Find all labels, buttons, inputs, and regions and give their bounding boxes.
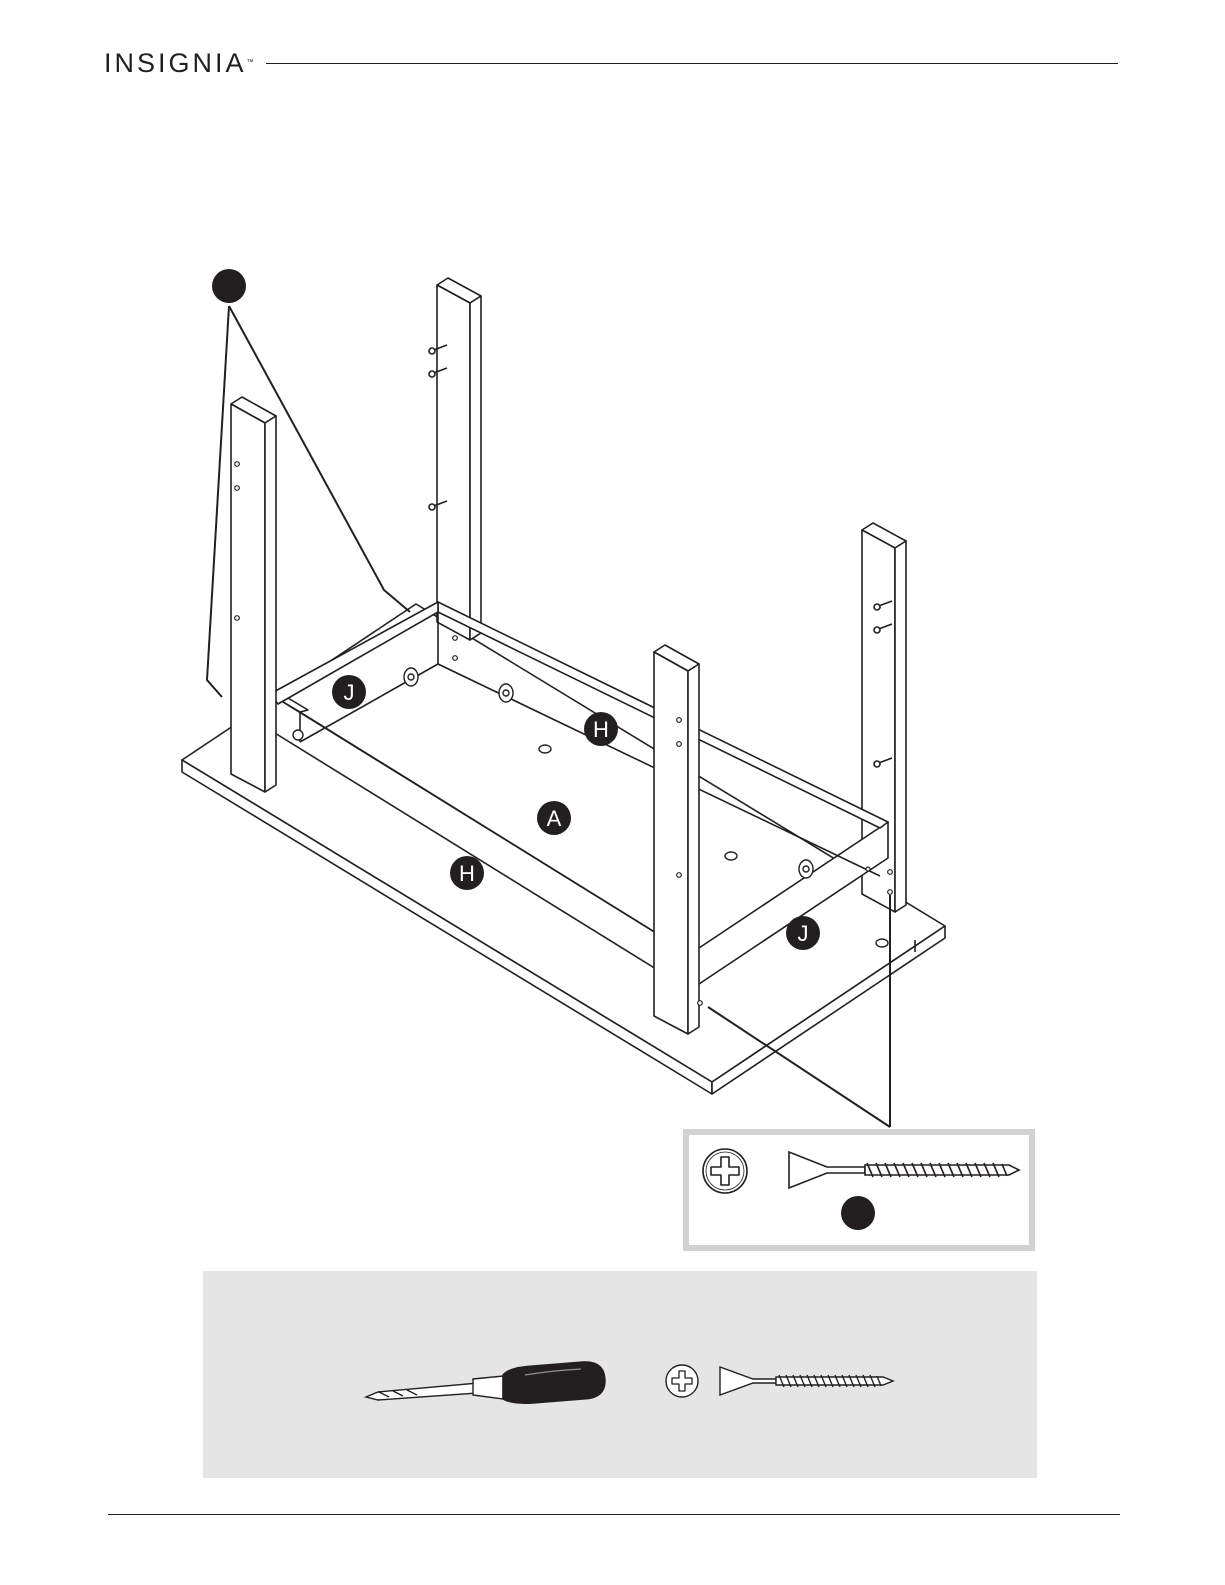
part-marker-H-front: H (450, 856, 484, 890)
wood-screw-icon (789, 1152, 1019, 1188)
part-marker-J-left: J (332, 675, 366, 709)
part-marker-J-right: J (786, 916, 820, 950)
part-label-H-back: H (593, 717, 609, 742)
table-leg-front-left (231, 397, 276, 792)
part-label-A: A (547, 806, 562, 831)
part-label-J-right: J (798, 921, 809, 946)
tools-graphic (203, 1271, 1037, 1478)
tabletop-panel (182, 604, 945, 1094)
part-label-J-left: J (344, 680, 355, 705)
wood-screw-icon-small (720, 1367, 893, 1395)
table-leg-back-left (437, 278, 481, 640)
phillips-head-icon-small (666, 1365, 698, 1397)
table-leg-front-right (654, 645, 699, 1034)
part-marker-A: A (537, 801, 571, 835)
phillips-head-icon (703, 1149, 747, 1193)
phillips-screwdriver-icon (366, 1362, 605, 1403)
part-marker-H-back: H (584, 712, 618, 746)
footer-rule (108, 1514, 1120, 1515)
screw-callout-marker (841, 1196, 875, 1230)
part-label-H-front: H (459, 861, 475, 886)
screw-detail-graphic (689, 1135, 1029, 1245)
tools-required-panel (203, 1271, 1037, 1478)
screw-detail-callout (683, 1129, 1035, 1251)
callout-marker-top (212, 269, 246, 303)
